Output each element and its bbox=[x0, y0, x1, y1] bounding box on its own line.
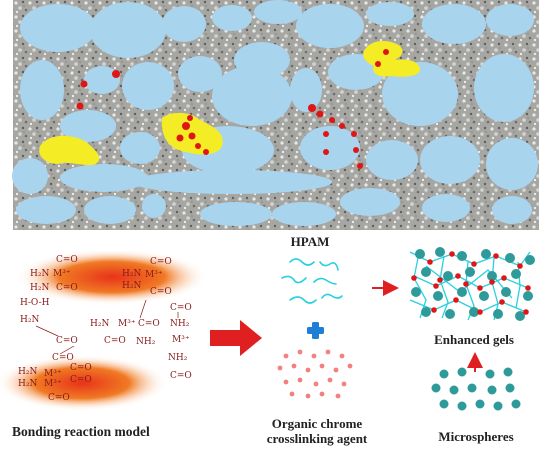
pores bbox=[12, 0, 538, 226]
chem-co: C=O bbox=[150, 257, 172, 267]
chem-m3: M³⁺ bbox=[44, 379, 62, 389]
gel-crosslinks bbox=[411, 251, 531, 315]
hpam-chains bbox=[281, 258, 343, 304]
chem-h2n: H₂N bbox=[30, 269, 49, 279]
crosslinker-dots bbox=[277, 349, 353, 399]
microsphere-dots bbox=[431, 367, 521, 411]
chem-m3: M³⁺ bbox=[145, 270, 163, 280]
crosslinker-label-line2: crosslinking agent bbox=[267, 431, 368, 446]
bonding-structure-top-right: C=O H₂N M³⁺ H₂N C=O bbox=[122, 257, 172, 297]
chem-co: C=O bbox=[48, 393, 70, 403]
chem-co: C=O bbox=[52, 353, 74, 363]
microspheres-group: Microspheres bbox=[431, 367, 521, 444]
chem-co: C=O bbox=[70, 363, 92, 373]
enhanced-gels-group: Enhanced gels bbox=[409, 247, 535, 347]
chem-m3: M³⁺ bbox=[53, 269, 71, 279]
bonding-reaction-label: Bonding reaction model bbox=[12, 424, 150, 439]
bonding-cloud-top bbox=[16, 249, 208, 305]
chem-co: C=O bbox=[138, 319, 160, 329]
crosslink-points bbox=[76, 49, 389, 169]
enhanced-gels-label: Enhanced gels bbox=[434, 332, 514, 347]
chem-co: C=O bbox=[104, 336, 126, 346]
bonding-structure-top-left: C=O H₂N M³⁺ H₂N C=O bbox=[30, 255, 78, 293]
bonding-chain-middle: H₂N M³⁺ C=O C=O NH₂ bbox=[90, 299, 160, 347]
chem-co: C=O bbox=[56, 283, 78, 293]
chem-hoh: H-O-H bbox=[20, 298, 50, 308]
chem-h2n: H₂N bbox=[18, 367, 37, 377]
bonding-chain-left: H-O-H H₂N C=O bbox=[20, 298, 78, 346]
bonding-chain-right: C=O NH₂ M³⁺ NH₂ C=O bbox=[168, 303, 192, 381]
chem-nh2: NH₂ bbox=[136, 337, 156, 347]
chem-co: C=O bbox=[56, 336, 78, 346]
reactants-group: HPAM Organic chrome crosslinking agent bbox=[267, 234, 368, 446]
chem-co: C=O bbox=[170, 371, 192, 381]
reaction-arrow bbox=[210, 320, 262, 356]
chem-nh2: NH₂ bbox=[168, 353, 188, 363]
chem-m3: M³⁺ bbox=[44, 369, 62, 379]
bonding-reaction-model: C=O H₂N M³⁺ H₂N C=O C=O H₂N M³⁺ H₂N C=O … bbox=[0, 249, 208, 439]
microspheres-label: Microspheres bbox=[438, 429, 513, 444]
gel-spheres bbox=[411, 247, 535, 321]
chem-h2n: H₂N bbox=[20, 315, 39, 325]
rock-pore-panel bbox=[12, 0, 539, 230]
chem-co: C=O bbox=[56, 255, 78, 265]
chem-co: C=O bbox=[150, 287, 172, 297]
chem-m3: M³⁺ bbox=[118, 319, 136, 329]
bonding-structure-bottom: C=O H₂N M³⁺ C=O H₂N M³⁺ C=O C=O bbox=[18, 345, 92, 403]
plus-icon bbox=[307, 322, 324, 339]
chem-h2n: H₂N bbox=[122, 269, 141, 279]
chem-m3: M³⁺ bbox=[172, 335, 190, 345]
chem-co: C=O bbox=[170, 303, 192, 313]
chem-h2n: H₂N bbox=[30, 283, 49, 293]
bonding-cloud-bottom bbox=[0, 355, 168, 411]
chem-h2n: H₂N bbox=[122, 281, 141, 291]
chem-h2n: H₂N bbox=[18, 379, 37, 389]
hpam-label: HPAM bbox=[291, 234, 330, 249]
crosslinker-label-line1: Organic chrome bbox=[272, 416, 363, 431]
chem-co: C=O bbox=[70, 375, 92, 385]
chem-h2n: H₂N bbox=[90, 319, 109, 329]
chem-nh2: NH₂ bbox=[170, 319, 190, 329]
